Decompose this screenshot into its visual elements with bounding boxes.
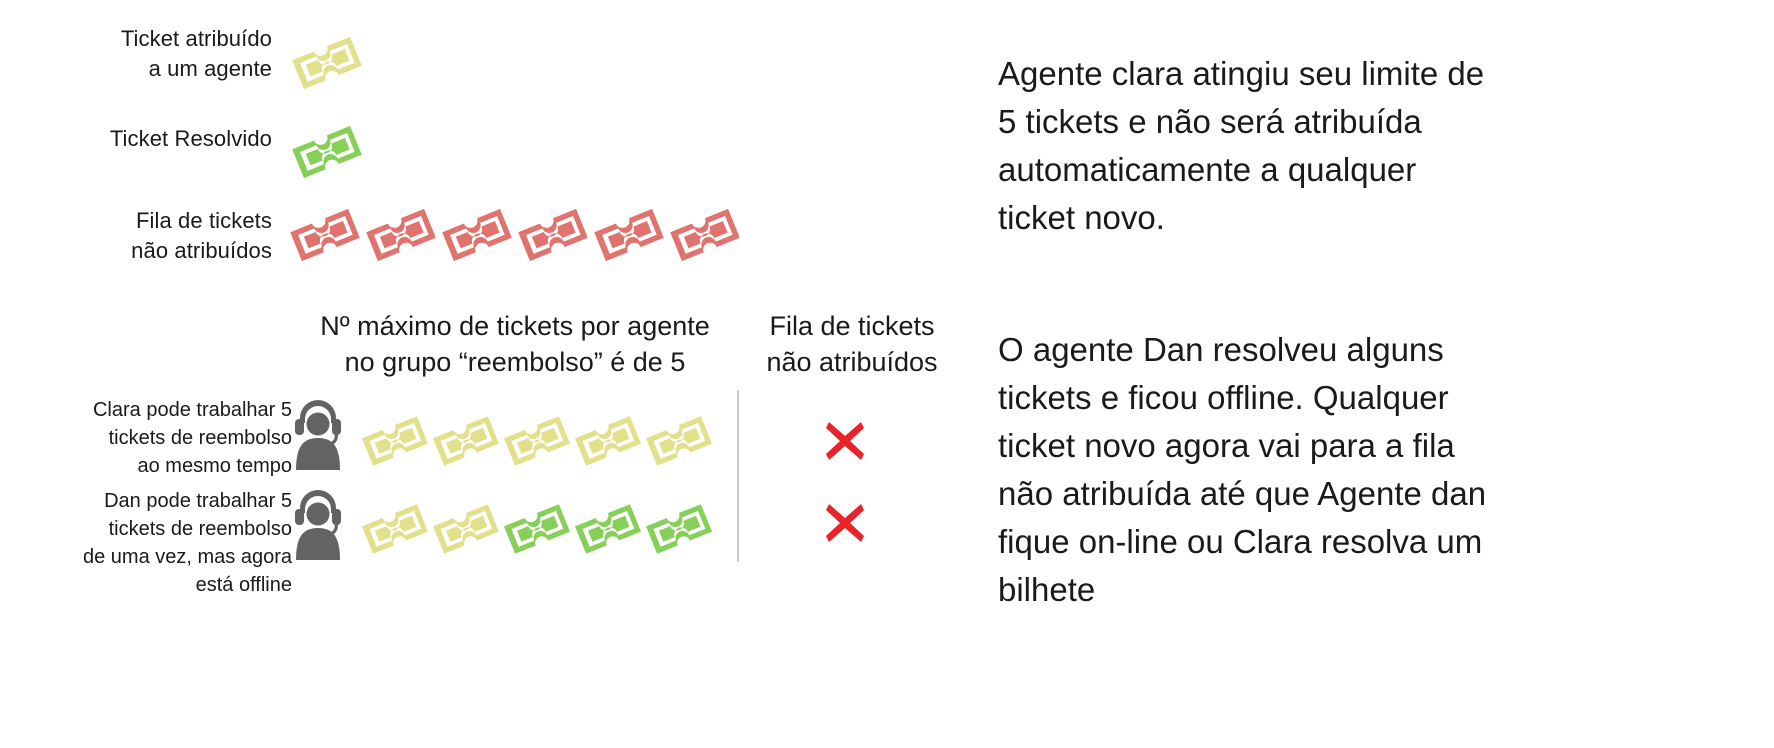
queue-heading-line2: não atribuídos	[766, 347, 938, 377]
ticket-icon	[500, 404, 574, 478]
note-dan: O agente Dan resolveu alguns tickets e f…	[998, 331, 1487, 608]
queue-heading: Fila de tickets não atribuídos	[752, 308, 952, 380]
ticket-icon	[571, 404, 645, 478]
ticket-icon	[590, 196, 668, 274]
queue-status-clara	[822, 418, 868, 469]
ticket-icon	[429, 492, 503, 566]
agent-avatar-icon	[290, 488, 346, 565]
column-divider	[737, 390, 739, 562]
agent-label-line: de uma vez, mas agora	[83, 546, 292, 568]
ticket-icon	[642, 404, 716, 478]
ticket-icon	[514, 196, 592, 274]
queue-status-dan	[822, 500, 868, 551]
agent-row-clara-label: Clara pode trabalhar 5 tickets de reembo…	[0, 396, 292, 480]
legend-tickets-assigned	[288, 24, 364, 102]
agent-label-line: Dan pode trabalhar 5	[104, 490, 292, 512]
agent-avatar-clara	[290, 398, 346, 475]
capacity-heading: Nº máximo de tickets por agente no grupo…	[295, 308, 735, 380]
agent-tickets-clara	[358, 404, 713, 478]
ticket-icon	[571, 492, 645, 566]
ticket-icon	[358, 492, 432, 566]
agent-label-line: tickets de reembolso	[108, 518, 292, 540]
legend-tickets-solved	[288, 113, 364, 191]
legend-item-assigned-label: Ticket atribuído a um agente	[0, 24, 272, 84]
ticket-icon	[286, 196, 364, 274]
legend-label-line1: Fila de tickets	[136, 208, 272, 233]
ticket-icon	[438, 196, 516, 274]
agent-tickets-dan	[358, 492, 713, 566]
legend-item-queue-label: Fila de tickets não atribuídos	[0, 206, 272, 266]
cross-icon	[822, 418, 868, 469]
ticket-icon	[358, 404, 432, 478]
agent-label-line: Clara pode trabalhar 5	[92, 399, 292, 421]
ticket-icon	[288, 24, 366, 102]
ticket-icon	[666, 196, 744, 274]
ticket-icon	[642, 492, 716, 566]
agent-label-line: tickets de reembolso	[108, 427, 292, 449]
cross-icon	[822, 500, 868, 551]
ticket-icon	[429, 404, 503, 478]
agent-label-line: ao mesmo tempo	[137, 455, 292, 477]
ticket-icon	[500, 492, 574, 566]
ticket-icon	[288, 113, 366, 191]
ticket-icon	[362, 196, 440, 274]
agent-avatar-dan	[290, 488, 346, 565]
legend-tickets-queue	[286, 196, 742, 274]
agent-label-line: está offline	[195, 574, 292, 596]
agent-avatar-icon	[290, 398, 346, 475]
capacity-heading-line2: no grupo “reembolso” é de 5	[344, 347, 686, 377]
legend-label-line2: não atribuídos	[131, 238, 272, 263]
legend-label-line1: Ticket Resolvido	[109, 126, 272, 151]
queue-heading-line1: Fila de tickets	[769, 311, 935, 341]
agent-row-dan-label: Dan pode trabalhar 5 tickets de reembols…	[0, 487, 292, 599]
legend-item-solved-label: Ticket Resolvido	[0, 124, 272, 154]
capacity-heading-line1: Nº máximo de tickets por agente	[320, 311, 710, 341]
legend-label-line2: a um agente	[148, 56, 272, 81]
note-clara: Agente clara atingiu seu limite de 5 tic…	[998, 55, 1485, 236]
legend-label-line1: Ticket atribuído	[120, 26, 272, 51]
